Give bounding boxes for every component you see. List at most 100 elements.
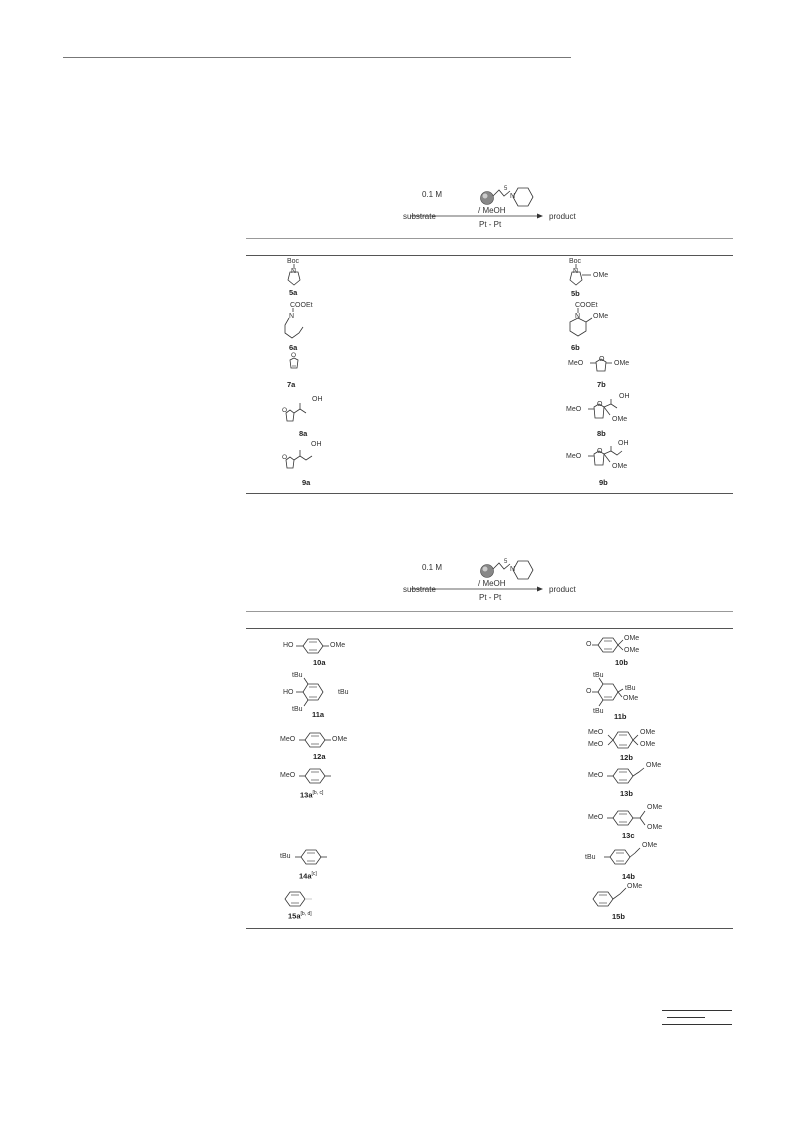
table-2-bottom-rule [246, 928, 733, 929]
ome-text: OMe [646, 762, 662, 769]
ester-text: COOEt [290, 302, 313, 309]
furan-drawing [289, 357, 299, 369]
compound-label: 14b [622, 872, 635, 881]
compound-label: 10a [313, 658, 326, 667]
table-1-bottom-rule [246, 493, 733, 494]
compound-label: 12a [313, 752, 326, 761]
furyl-ethanol-drawing [285, 403, 307, 422]
ome-text: OMe [330, 642, 346, 649]
benzene-ring-drawing [607, 810, 646, 826]
compound-label: 13b [620, 789, 633, 798]
piperidinium-n: N [510, 193, 516, 200]
ome-text: OMe [624, 635, 640, 642]
solvent-label: / MeOH [478, 579, 506, 588]
ome-text: OMe [623, 695, 639, 702]
benzene-ring-drawing [296, 638, 329, 654]
meo-text: MeO [566, 406, 582, 413]
footer-rule [662, 1010, 732, 1011]
substrate-structure-6a: COOEt N [281, 302, 331, 342]
substrate-label: substrate [403, 585, 436, 594]
product-structure-6b: COOEt N OMe [564, 302, 644, 342]
piperidinium-n: N [510, 566, 516, 573]
oh-text: OH [619, 393, 630, 400]
ome-text: OMe [627, 883, 643, 890]
substrate-label: substrate [403, 212, 436, 221]
footer-rule [662, 1024, 732, 1025]
compound-label: 5a [289, 288, 298, 297]
substrate-structure-15a [282, 884, 342, 912]
ome-text: OMe [612, 463, 628, 470]
mediator-concentration: 0.1 M [422, 190, 443, 199]
substrate-structure-9a: OH O [280, 438, 350, 474]
meo-text: MeO [568, 360, 584, 367]
product-structure-14b: tBu OMe [585, 842, 675, 870]
substrate-structure-5a: Boc N [276, 258, 316, 288]
oxo-text: O [586, 641, 592, 648]
ome-text: OMe [640, 741, 656, 748]
boc-text: Boc [569, 258, 582, 265]
piperidine-drawing [284, 308, 304, 339]
benzene-ring-drawing [284, 891, 312, 907]
meo-text: MeO [588, 772, 604, 779]
ome-text: OMe [614, 360, 630, 367]
compound-label: 8b [597, 429, 606, 438]
benzene-ring-drawing [592, 887, 627, 907]
meo-text: MeO [280, 736, 296, 743]
reaction-scheme-2 [410, 560, 543, 592]
benzene-ring-drawing [299, 768, 331, 784]
footer-rule [667, 1017, 705, 1018]
ome-text: OMe [624, 647, 640, 654]
oxygen-text: O [291, 352, 297, 359]
compound-label: 6b [571, 343, 580, 352]
electrode-label: Pt - Pt [479, 593, 502, 602]
meo-text: MeO [588, 741, 604, 748]
piperidine-drawing [569, 308, 593, 337]
page-header-rule [63, 57, 571, 58]
cyclohexadienone-drawing [592, 677, 624, 707]
pyrrolidine-drawing [287, 264, 301, 286]
compound-label: 7a [287, 380, 296, 389]
product-structure-8b: OH MeO O OMe [566, 393, 646, 429]
compound-label: 15a[b, d] [288, 912, 312, 920]
compound-label: 13a[b, c] [300, 791, 323, 799]
footnote-marker: [c] [311, 871, 317, 877]
product-structure-9b: OH MeO O OMe [566, 438, 646, 476]
tbu-text: tBu [625, 685, 636, 692]
n-text: N [573, 268, 579, 275]
benzene-ring-drawing [604, 847, 641, 865]
product-structure-11b: tBu O tBu tBu OMe [585, 672, 665, 720]
furyl-propanol-drawing [285, 450, 313, 469]
ome-text: OMe [332, 736, 348, 743]
mediator-concentration: 0.1 M [422, 563, 443, 572]
compound-label: 14a[c] [299, 872, 317, 880]
tbu-text: tBu [593, 672, 604, 679]
dihydrofuran-drawing [590, 358, 612, 372]
cyclohexadiene-drawing [607, 731, 639, 749]
ome-text: OMe [640, 729, 656, 736]
product-structure-7b: MeO O OMe [568, 352, 648, 380]
compound-label: 15b [612, 912, 625, 921]
oxo-text: O [586, 688, 592, 695]
compound-label: 8a [299, 429, 308, 438]
compound-number: 15a [288, 911, 301, 921]
compound-label: 7b [597, 380, 606, 389]
benzene-ring-drawing [299, 732, 331, 748]
compound-label: 12b [620, 753, 633, 762]
oxygen-text: O [597, 448, 603, 455]
table-2-top-rule [246, 611, 733, 612]
compound-label: 11b [614, 712, 627, 721]
ome-text: OMe [593, 272, 609, 279]
n-text: N [575, 313, 581, 320]
chain-length: 5 [504, 186, 508, 192]
benzene-ring-drawing [607, 767, 645, 784]
substrate-structure-11a: tBu HO tBu tBu [280, 672, 360, 720]
oxygen-text: O [282, 454, 288, 461]
ester-text: COOEt [575, 302, 598, 309]
dihydrofuran-drawing [588, 399, 618, 419]
oxygen-text: O [597, 401, 603, 408]
compound-label: 11a [312, 710, 325, 719]
footnote-marker: [b, c] [312, 790, 324, 796]
benzene-ring-drawing [296, 677, 324, 707]
scheme-2: 0.1 M 5 N substrate / MeOH Pt - Pt produ… [400, 549, 590, 609]
substrate-structure-8a: OH O [280, 393, 340, 427]
